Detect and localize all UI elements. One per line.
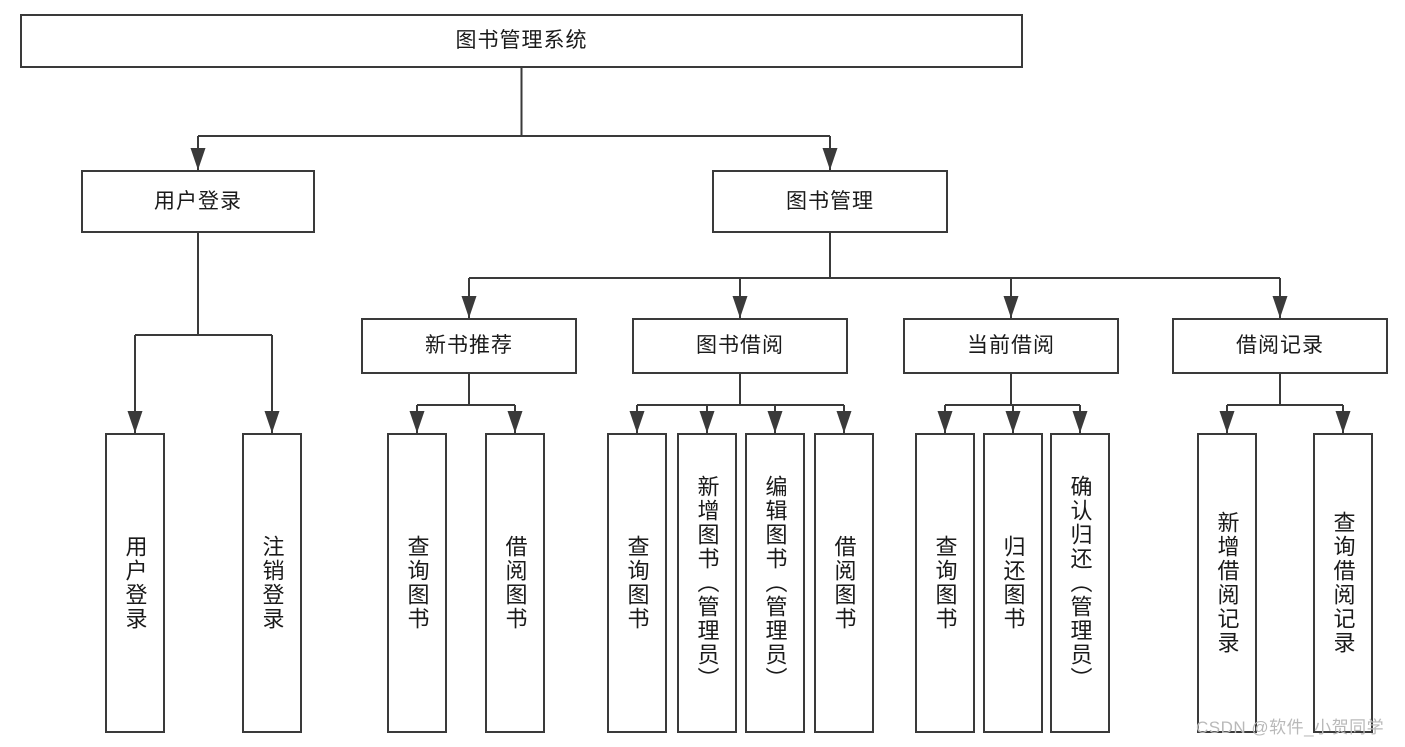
node-leaf-query-book-2[interactable]: 查询图书 bbox=[607, 433, 667, 733]
node-label: 查询图书 bbox=[404, 535, 430, 631]
node-label: 查询图书 bbox=[624, 535, 650, 631]
node-leaf-user-logout[interactable]: 注销登录 bbox=[242, 433, 302, 733]
node-label: 图书管理 bbox=[786, 189, 874, 213]
node-leaf-return-book[interactable]: 归还图书 bbox=[983, 433, 1043, 733]
node-book-manage[interactable]: 图书管理 bbox=[712, 170, 948, 233]
node-leaf-add-record[interactable]: 新增借阅记录 bbox=[1197, 433, 1257, 733]
node-leaf-user-login[interactable]: 用户登录 bbox=[105, 433, 165, 733]
node-label: 查询图书 bbox=[932, 535, 958, 631]
connector-arrowhead bbox=[1219, 411, 1235, 433]
connector-arrowhead bbox=[1272, 296, 1288, 318]
node-label: 图书管理系统 bbox=[455, 29, 588, 53]
node-label: 归还图书 bbox=[1000, 535, 1026, 631]
node-leaf-add-book[interactable]: 新增图书（管理员） bbox=[677, 433, 737, 733]
node-label: 借阅图书 bbox=[831, 535, 857, 631]
node-label: 新增借阅记录 bbox=[1214, 511, 1240, 655]
connector-arrowhead bbox=[190, 148, 206, 170]
node-label: 用户登录 bbox=[154, 189, 242, 213]
connector-arrowhead bbox=[1005, 411, 1021, 433]
node-root-图书管理系统[interactable]: 图书管理系统 bbox=[20, 14, 1023, 68]
connector-arrowhead bbox=[264, 411, 280, 433]
node-label: 图书借阅 bbox=[696, 334, 784, 358]
connector-arrowhead bbox=[1335, 411, 1351, 433]
node-label: 编辑图书（管理员） bbox=[762, 475, 788, 691]
connector-arrowhead bbox=[461, 296, 477, 318]
node-leaf-query-record[interactable]: 查询借阅记录 bbox=[1313, 433, 1373, 733]
node-label: 借阅记录 bbox=[1236, 334, 1324, 358]
node-leaf-query-book-3[interactable]: 查询图书 bbox=[915, 433, 975, 733]
node-leaf-query-book-1[interactable]: 查询图书 bbox=[387, 433, 447, 733]
node-label: 当前借阅 bbox=[967, 334, 1055, 358]
connector-arrowhead bbox=[629, 411, 645, 433]
connector-arrowhead bbox=[699, 411, 715, 433]
connector-arrowhead bbox=[732, 296, 748, 318]
node-label: 确认归还（管理员） bbox=[1067, 475, 1093, 691]
node-label: 用户登录 bbox=[122, 535, 148, 631]
node-borrow-record[interactable]: 借阅记录 bbox=[1172, 318, 1388, 374]
node-current-borrow[interactable]: 当前借阅 bbox=[903, 318, 1119, 374]
node-book-borrow[interactable]: 图书借阅 bbox=[632, 318, 848, 374]
connector-arrowhead bbox=[1003, 296, 1019, 318]
connector-arrowhead bbox=[822, 148, 838, 170]
node-label: 新增图书（管理员） bbox=[694, 475, 720, 691]
connector-arrowhead bbox=[127, 411, 143, 433]
node-user-login[interactable]: 用户登录 bbox=[81, 170, 315, 233]
node-label: 查询借阅记录 bbox=[1330, 511, 1356, 655]
node-leaf-edit-book[interactable]: 编辑图书（管理员） bbox=[745, 433, 805, 733]
connector-arrowhead bbox=[937, 411, 953, 433]
connector-arrowhead bbox=[507, 411, 523, 433]
connector-arrowhead bbox=[409, 411, 425, 433]
node-new-book-rec[interactable]: 新书推荐 bbox=[361, 318, 577, 374]
node-label: 注销登录 bbox=[259, 535, 285, 631]
connector-arrowhead bbox=[836, 411, 852, 433]
connector-arrowhead bbox=[1072, 411, 1088, 433]
node-leaf-confirm-return[interactable]: 确认归还（管理员） bbox=[1050, 433, 1110, 733]
node-leaf-borrow-book-1[interactable]: 借阅图书 bbox=[485, 433, 545, 733]
node-leaf-borrow-book-2[interactable]: 借阅图书 bbox=[814, 433, 874, 733]
node-label: 借阅图书 bbox=[502, 535, 528, 631]
node-label: 新书推荐 bbox=[425, 334, 513, 358]
connector-arrowhead bbox=[767, 411, 783, 433]
